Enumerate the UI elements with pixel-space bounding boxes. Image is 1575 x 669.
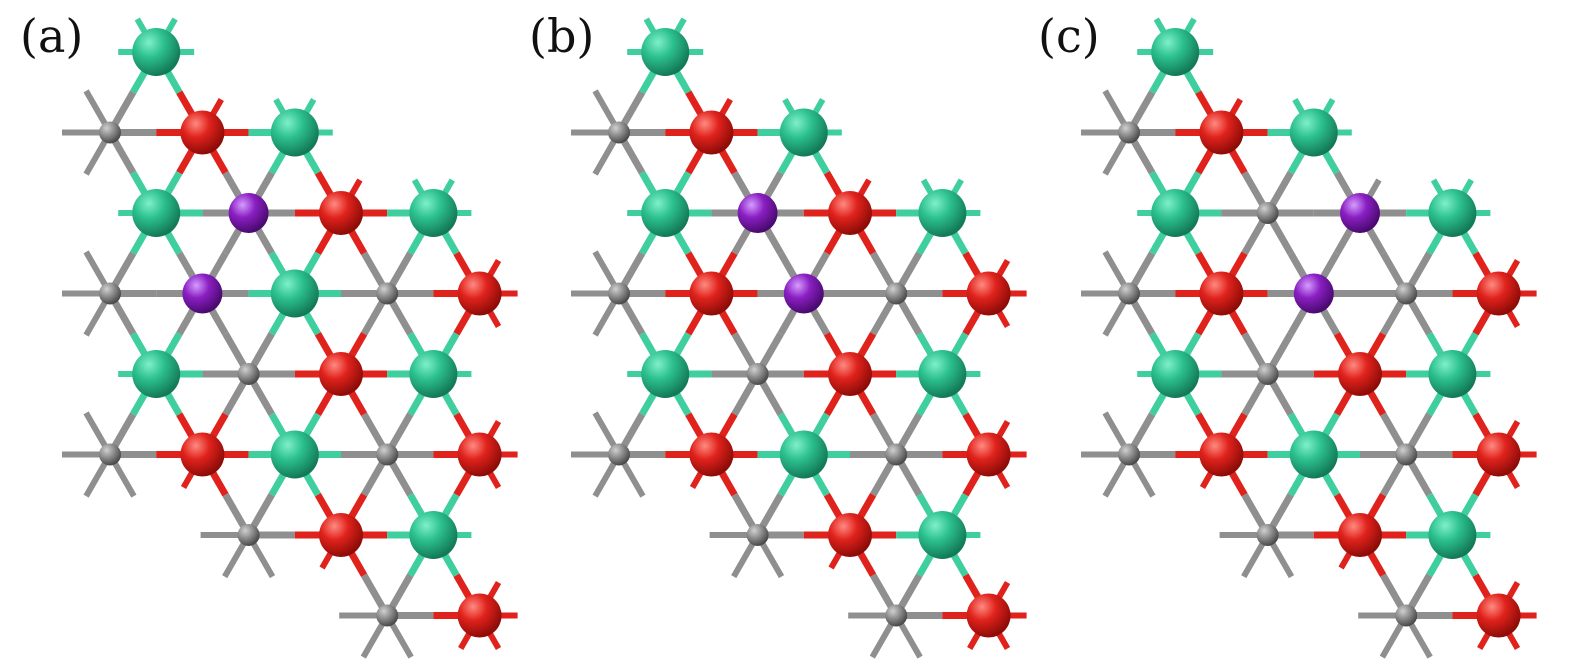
gray-atom [376, 282, 399, 305]
red-atom [457, 432, 502, 477]
red-atom [319, 191, 363, 235]
gray-atom [1256, 202, 1279, 224]
atom-layer [99, 28, 502, 638]
red-atom [966, 432, 1011, 477]
red-atom [1476, 271, 1521, 316]
panel-c [1081, 17, 1537, 659]
teal-atom [270, 108, 319, 157]
teal-atom [1151, 350, 1200, 398]
gray-atom [746, 363, 769, 385]
gray-atom [885, 282, 908, 305]
red-atom [828, 513, 872, 557]
teal-atom [132, 28, 181, 76]
gray-atom [99, 443, 121, 466]
red-atom [828, 191, 872, 235]
teal-atom [641, 189, 690, 237]
panel-c-label: (c) [1038, 9, 1100, 63]
atom-layer [1118, 28, 1521, 638]
red-atom [1199, 110, 1244, 155]
red-atom [1476, 593, 1521, 638]
red-atom [1338, 513, 1382, 557]
panel-b [571, 17, 1027, 659]
teal-atom [409, 189, 458, 237]
gray-atom [237, 524, 260, 546]
panel-a-label: (a) [20, 9, 83, 63]
gray-atom [1256, 363, 1279, 385]
gray-atom [746, 524, 769, 546]
teal-atom [1289, 108, 1338, 157]
teal-atom [779, 430, 828, 479]
red-atom [1476, 432, 1521, 477]
red-atom [180, 110, 225, 155]
gray-atom [99, 282, 121, 305]
teal-atom [779, 108, 828, 157]
red-atom [457, 271, 502, 316]
teal-atom [1428, 350, 1477, 398]
teal-atom [132, 189, 181, 237]
red-atom [180, 432, 225, 477]
purple-dopant-atom [182, 273, 223, 314]
red-atom [966, 271, 1011, 316]
gray-atom [608, 121, 630, 144]
red-atom [1199, 432, 1244, 477]
red-atom [1338, 352, 1382, 396]
gray-atom [1118, 443, 1140, 466]
gray-atom [99, 121, 121, 144]
teal-atom [409, 350, 458, 398]
teal-atom [918, 189, 967, 237]
teal-atom [1428, 189, 1477, 237]
teal-atom [641, 28, 690, 76]
gray-atom [608, 443, 630, 466]
red-atom [319, 352, 363, 396]
gray-atom [1118, 282, 1140, 305]
teal-atom [270, 430, 319, 479]
gray-atom [1395, 282, 1418, 305]
purple-dopant-atom [737, 193, 778, 233]
teal-atom [918, 511, 967, 559]
gray-atom [1118, 121, 1140, 144]
teal-atom [918, 350, 967, 398]
purple-dopant-atom [228, 193, 269, 233]
red-atom [457, 593, 502, 638]
red-atom [828, 352, 872, 396]
teal-atom [641, 350, 690, 398]
panel-a [62, 17, 518, 659]
gray-atom [376, 604, 399, 627]
teal-atom [1428, 511, 1477, 559]
red-atom [689, 432, 734, 477]
gray-atom [376, 443, 399, 466]
gray-atom [237, 363, 260, 385]
teal-atom [270, 269, 319, 318]
teal-atom [1289, 430, 1338, 479]
purple-dopant-atom [1340, 193, 1380, 233]
teal-atom [1151, 28, 1200, 76]
gray-atom [885, 443, 908, 466]
red-atom [319, 513, 363, 557]
red-atom [689, 110, 734, 155]
purple-dopant-atom [783, 273, 824, 314]
teal-atom [1151, 189, 1200, 237]
teal-atom [132, 350, 181, 398]
red-atom [689, 271, 734, 316]
gray-atom [1256, 524, 1279, 546]
purple-dopant-atom [1293, 273, 1334, 314]
teal-atom [409, 511, 458, 559]
red-atom [1199, 271, 1244, 316]
gray-atom [1395, 443, 1418, 466]
gray-atom [885, 604, 908, 627]
atom-layer [608, 28, 1011, 638]
gray-atom [1395, 604, 1418, 627]
red-atom [966, 593, 1011, 638]
gray-atom [608, 282, 630, 305]
panel-b-label: (b) [529, 9, 594, 63]
